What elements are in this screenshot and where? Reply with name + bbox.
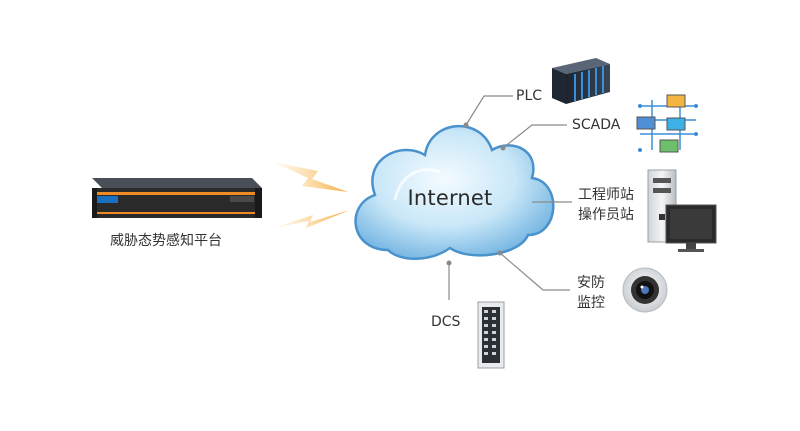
connector-scada-dot xyxy=(500,145,506,151)
platform-label: 威胁态势感知平台 xyxy=(110,233,222,249)
connectors xyxy=(446,95,572,300)
engineer-station-label: 工程师站 xyxy=(578,187,634,203)
connector-security-dot xyxy=(497,250,503,256)
dcs-label: DCS xyxy=(431,314,461,330)
cloud-label: Internet xyxy=(407,186,493,210)
scada-network-icon xyxy=(636,94,698,153)
connector-plc xyxy=(465,95,513,126)
scada-label: SCADA xyxy=(572,117,621,133)
rack-server-icon xyxy=(92,178,262,218)
dcs-cabinet-icon xyxy=(477,301,505,369)
connector-dcs-dot xyxy=(446,260,452,266)
workstation-icon xyxy=(647,169,717,252)
security-label: 安防 xyxy=(577,275,605,291)
internet-cloud xyxy=(354,125,555,260)
monitoring-label: 监控 xyxy=(577,295,605,311)
security-camera-icon xyxy=(622,267,668,313)
connector-security xyxy=(499,252,570,291)
connector-scada xyxy=(502,124,567,149)
operator-station-label: 操作员站 xyxy=(578,207,634,223)
lightning-icon xyxy=(273,162,350,228)
connector-plc-dot xyxy=(463,122,469,128)
plc-cabinet-icon xyxy=(552,58,610,104)
plc-label: PLC xyxy=(516,88,543,104)
